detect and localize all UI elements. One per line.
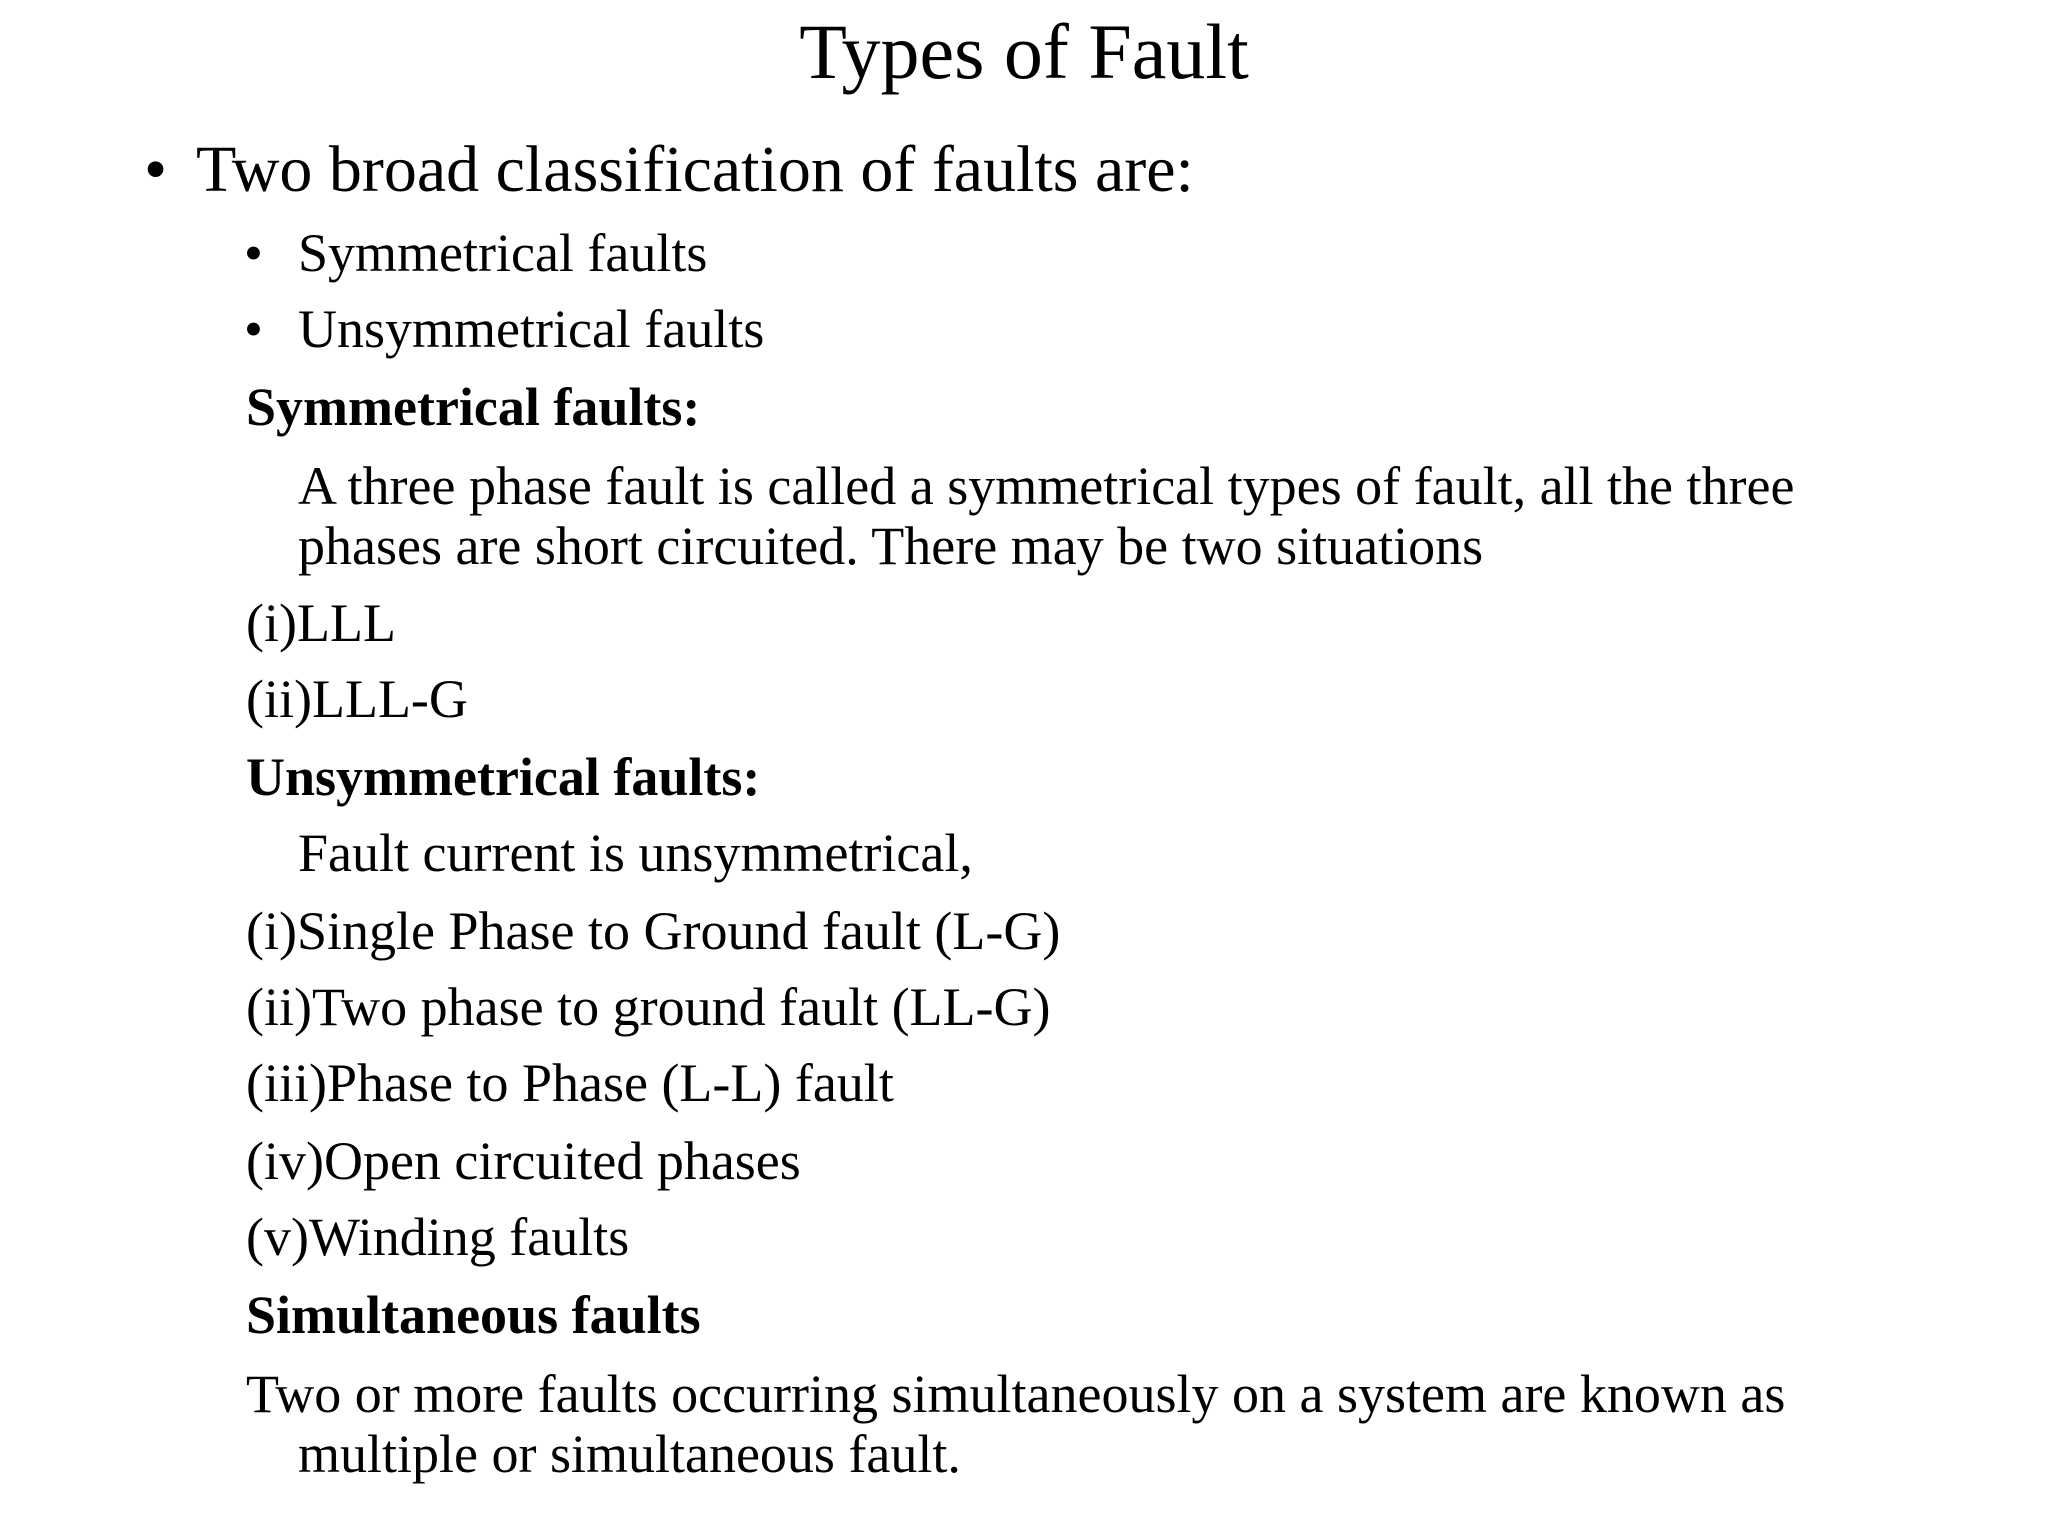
sub-bullet-text: Unsymmetrical faults bbox=[298, 299, 765, 359]
symmetrical-heading: Symmetrical faults: bbox=[246, 377, 701, 437]
sub-bullet-item: • Unsymmetrical faults bbox=[0, 298, 2048, 360]
sub-bullet-text: Symmetrical faults bbox=[298, 223, 708, 283]
symmetrical-item: (ii)LLL-G bbox=[246, 669, 468, 729]
unsymmetrical-description: Fault current is unsymmetrical, bbox=[298, 823, 973, 883]
intro-text: Two broad classification of faults are: bbox=[196, 133, 1194, 206]
simultaneous-description: Two or more faults occurring simultaneou… bbox=[246, 1364, 1786, 1484]
bullet-marker: • bbox=[244, 299, 263, 359]
bullet-marker: • bbox=[244, 223, 263, 283]
unsymmetrical-item: (iv)Open circuited phases bbox=[246, 1131, 801, 1191]
symmetrical-item: (i)LLL bbox=[246, 593, 396, 653]
sub-bullet-item: • Symmetrical faults bbox=[0, 222, 2048, 284]
unsymmetrical-heading: Unsymmetrical faults: bbox=[246, 747, 761, 807]
bullet-marker: • bbox=[144, 133, 168, 206]
simultaneous-heading: Simultaneous faults bbox=[246, 1285, 701, 1345]
unsymmetrical-item: (ii)Two phase to ground fault (LL-G) bbox=[246, 977, 1051, 1037]
unsymmetrical-item: (i)Single Phase to Ground fault (L-G) bbox=[246, 901, 1061, 961]
slide-title: Types of Fault bbox=[799, 8, 1249, 95]
symmetrical-description: A three phase fault is called a symmetri… bbox=[298, 456, 1795, 576]
unsymmetrical-item: (iii)Phase to Phase (L-L) fault bbox=[246, 1053, 894, 1113]
unsymmetrical-item: (v)Winding faults bbox=[246, 1207, 630, 1267]
